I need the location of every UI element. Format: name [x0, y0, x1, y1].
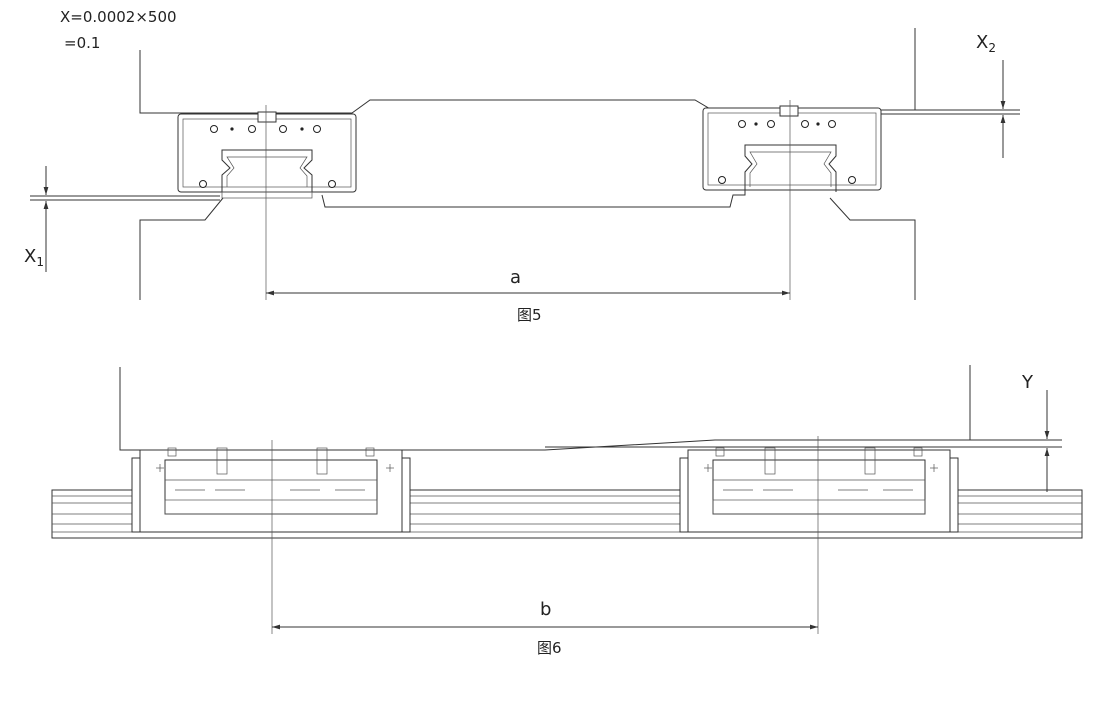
- base-middle: [321, 185, 746, 208]
- dimension-a: a: [266, 267, 790, 296]
- right-carriage-block: [702, 105, 882, 192]
- base-outline-left: [30, 195, 224, 300]
- figure-6: b Y 图6: [51, 365, 1083, 657]
- formula-line-2: =0.1: [64, 34, 100, 52]
- label-b: b: [540, 599, 551, 620]
- table-outline-side: [119, 365, 971, 451]
- label-x2: X2: [976, 32, 996, 55]
- figure-6-caption: 图6: [537, 639, 562, 657]
- label-a: a: [510, 267, 521, 288]
- dimension-b: b: [272, 599, 818, 630]
- formula-line-1: X=0.0002×500: [60, 8, 177, 26]
- table-outline: [139, 28, 916, 114]
- dimension-y: Y: [1021, 372, 1050, 492]
- label-x1: X1: [24, 246, 44, 269]
- dimension-x1: X1: [24, 166, 49, 272]
- figure-5: X=0.0002×500 =0.1: [24, 8, 1020, 324]
- label-y: Y: [1021, 372, 1034, 393]
- left-block-side: [131, 447, 411, 533]
- figure-5-caption: 图5: [517, 306, 542, 324]
- dimension-x2: X2: [976, 32, 1006, 158]
- right-block-side: [679, 447, 959, 533]
- left-carriage-block: [177, 111, 357, 199]
- base-outline-right: [829, 109, 1020, 300]
